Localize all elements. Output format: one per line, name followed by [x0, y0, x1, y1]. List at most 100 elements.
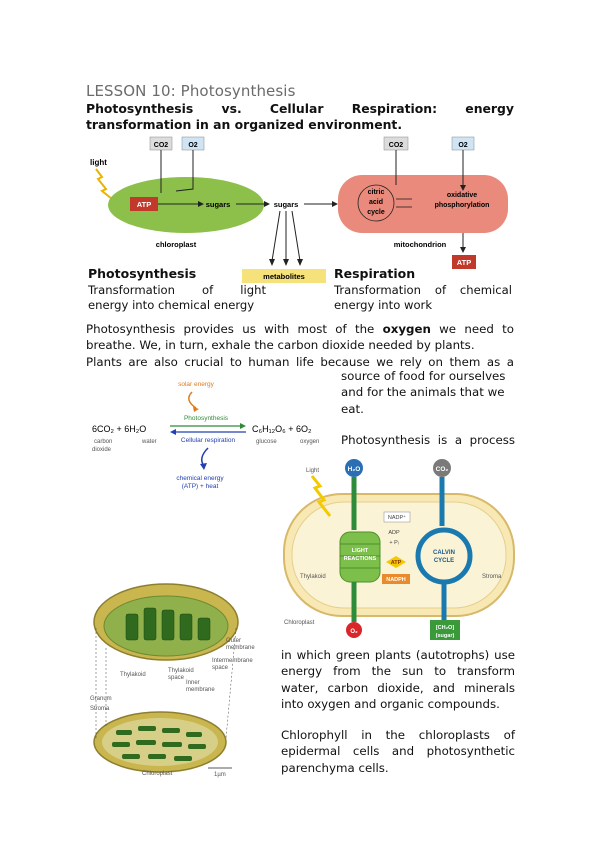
photosynthesis-respiration-diagram: CO2 O2 light ATP sugars chloroplast suga…	[90, 136, 508, 283]
subtitle-line-1: Photosynthesis vs. Cellular Respiration:…	[86, 101, 514, 116]
atp-label-left: ATP	[137, 200, 151, 209]
adp-label: ADP	[388, 530, 400, 536]
scale-label: 1µm	[214, 772, 226, 778]
subtitle-line-2: transformation in an organized environme…	[86, 117, 403, 132]
metabolites-box	[242, 269, 326, 283]
o2-label-right: O2	[458, 142, 467, 149]
solar-arrow-icon	[188, 391, 197, 409]
respiration-heading: Respiration	[334, 266, 416, 281]
photosynthesis-desc-line-2: energy into chemical energy	[88, 298, 255, 312]
co2-label: CO2	[154, 142, 169, 149]
stroma-label: Stroma	[482, 574, 502, 580]
mitochondrion-label: mitochondrion	[394, 240, 447, 249]
chloroplast-label: chloroplast	[156, 240, 197, 249]
oxygen-label: oxygen	[300, 439, 319, 445]
inner-membrane-label-2: membrane	[186, 687, 215, 693]
respiration-arrow-label: Cellular respiration	[181, 437, 236, 444]
calvin-label-2: CYCLE	[434, 558, 454, 564]
sugars-middle-label: sugars	[274, 200, 299, 209]
outer-membrane-label-2: membrane	[226, 645, 255, 651]
lower-grana	[112, 726, 206, 761]
photosynthesis-desc-line-1: Transformation of light	[88, 283, 266, 297]
atp-box-right	[452, 255, 476, 269]
o2-arrow	[175, 150, 194, 192]
light-bolt-icon	[95, 168, 113, 200]
mitochondrion-shape	[338, 175, 508, 233]
lesson-title: LESSON 10: Photosynthesis	[86, 82, 296, 100]
photosynthesis-heading: Photosynthesis	[88, 266, 197, 281]
nadp-label: NADP⁺	[388, 514, 406, 521]
grana-stacks	[125, 607, 211, 641]
thylakoid-space-label-2: space	[168, 675, 185, 681]
granum-label: Granum	[90, 696, 112, 702]
equation-reactants: 6CO₂ + 6H₂O	[92, 424, 146, 434]
atp-heat-label: (ATP) + heat	[182, 483, 219, 490]
stroma-label-3: Stroma	[90, 706, 110, 712]
intermembrane-label-2: space	[212, 665, 229, 671]
nadph-label: NADPH	[386, 577, 406, 583]
solar-energy-label: solar energy	[178, 381, 215, 388]
photosynthesis-description: Transformation of light energy into chem…	[88, 283, 266, 313]
para1-last-line: Plants are also crucial to human life be…	[86, 354, 514, 369]
o2-circle	[346, 622, 362, 638]
chloroplast-label-2: Chloroplast	[284, 620, 315, 626]
para1-text-a: Photosynthesis provides us with most of …	[86, 322, 383, 336]
respiration-description: Transformation of chemical energy into w…	[334, 283, 512, 313]
outer-membrane-label-1: Outer	[226, 638, 241, 644]
inner-membrane-label-1: Inner	[186, 680, 200, 686]
calvin-label-1: CALVIN	[433, 550, 455, 556]
dioxide-label: dioxide	[92, 447, 112, 453]
sugar-label-2: (sugar)	[436, 633, 455, 639]
atp-label-2: ATP	[391, 560, 402, 566]
carbon-label: carbon	[94, 439, 112, 445]
equation-products: C₆H₁₂O₆ + 6O₂	[252, 424, 312, 434]
para1-text-b: we need to breathe. We, in turn, exhale …	[86, 322, 514, 353]
pi-label: + Pᵢ	[389, 540, 398, 546]
light-reactions-label-1: LIGHT	[352, 548, 369, 554]
intermembrane-label-1: Intermembrane	[212, 658, 253, 664]
h2o-label: H₂O	[348, 466, 361, 473]
chloroplast-label-3: Chloroplast	[142, 771, 173, 777]
citric-label-2: acid	[369, 199, 383, 206]
process-intro-text: Photosynthesis is a process	[341, 433, 515, 447]
co2-circle	[433, 459, 451, 477]
chlorophyll-paragraph: Chlorophyll in the chloroplasts of epide…	[281, 728, 515, 775]
light-label: light	[90, 158, 107, 167]
co2-label-2: CO₂	[436, 466, 449, 473]
page-subtitle: Photosynthesis vs. Cellular Respiration:…	[86, 101, 514, 133]
sugars-inside-label: sugars	[206, 200, 231, 209]
oxygen-paragraph: Photosynthesis provides us with most of …	[86, 321, 514, 370]
nadp-box	[383, 511, 411, 523]
citric-label-3: cycle	[367, 209, 385, 216]
oxidative-label-1: oxidative	[447, 192, 477, 199]
citric-label-1: citric	[368, 189, 385, 196]
light-reactions-calvin-diagram: Light H₂O CO₂ LIGHT REACTIONS CALVIN CYC…	[283, 459, 515, 640]
atp-label-right: ATP	[457, 258, 471, 267]
food-source-text: source of food for ourselves and for the…	[341, 369, 506, 416]
respiration-desc-line-1: Transformation of chemical	[334, 283, 512, 297]
autotrophs-paragraph: in which green plants (autotrophs) use e…	[281, 648, 515, 711]
sugar-label-1: [CH₂O]	[436, 625, 454, 631]
chemical-energy-label: chemical energy	[176, 475, 224, 482]
light-reactions-label-2: REACTIONS	[344, 556, 377, 562]
thylakoid-label: Thylakoid	[300, 574, 326, 580]
co2-label-right: CO2	[389, 142, 404, 149]
o2-label: O2	[188, 142, 197, 149]
photosynthesis-arrow-label: Photosynthesis	[184, 415, 229, 422]
chloroplast-ellipse	[108, 177, 264, 233]
chemical-energy-arrow-icon	[201, 447, 209, 467]
light-bolt-icon-2	[310, 475, 332, 517]
water-label: water	[141, 439, 157, 445]
citric-cycle-circle	[357, 184, 395, 222]
atp-box-left	[130, 197, 158, 211]
thylakoid-space-label-1: Thylakoid	[168, 668, 194, 674]
h2o-circle	[345, 459, 363, 477]
para1-bold-oxygen: oxygen	[382, 322, 431, 336]
chloroplast-structure-illustration: Thylakoid Outer membrane Thylakoid space…	[90, 583, 255, 778]
light-label-2: Light	[306, 468, 319, 474]
respiration-desc-line-2: energy into work	[334, 298, 433, 312]
photosynthesis-equation-figure: solar energy Photosynthesis Cellular res…	[92, 381, 319, 490]
nadph-box	[382, 574, 410, 584]
atp-burst-icon	[386, 556, 406, 568]
o2-label-2: O₂	[350, 629, 358, 635]
